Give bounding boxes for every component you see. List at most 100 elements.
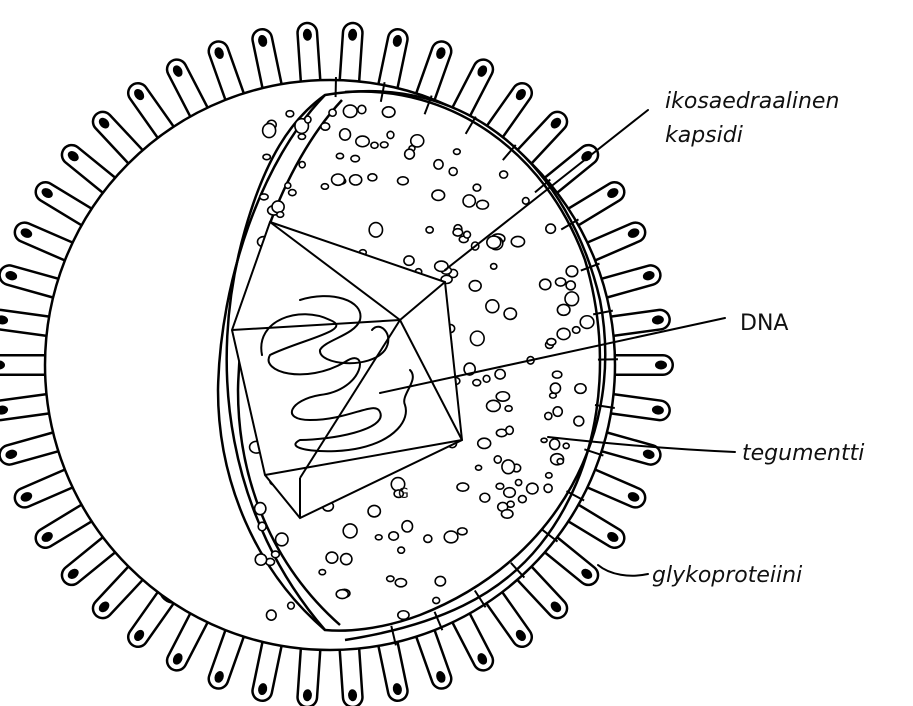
tegument-particle: [486, 300, 499, 313]
tegument-particle: [258, 522, 266, 531]
tegument-particle: [343, 105, 357, 117]
tegument-particle: [266, 610, 276, 620]
tegument-particle: [319, 570, 326, 575]
tegument-particle: [255, 503, 266, 515]
tegument-particle: [398, 547, 405, 553]
tegument-particle: [487, 400, 501, 411]
tegument-particle: [449, 168, 457, 176]
tegument-particle: [557, 459, 563, 465]
tegument-particle: [473, 380, 481, 386]
tegument-particle: [298, 134, 305, 139]
tegument-particle: [321, 123, 330, 130]
spike: [349, 33, 353, 87]
tegument-particle: [350, 175, 362, 185]
tegument-particle: [504, 308, 516, 319]
tegument-particle: [546, 473, 552, 478]
tegument-particle: [547, 339, 556, 346]
tegument-particle: [404, 256, 414, 265]
tegument-particle: [557, 304, 570, 315]
spike-tip: [655, 361, 667, 370]
tegument-particle: [285, 183, 291, 189]
label-tegument: tegumentti: [742, 441, 864, 466]
tegument-particle: [553, 407, 562, 416]
tegument-particle: [260, 194, 268, 200]
tegument-particle: [272, 201, 284, 213]
tegument-particle: [574, 416, 584, 426]
tegument-particle: [368, 174, 377, 181]
tegument-particle: [343, 524, 357, 538]
tegument-particle: [476, 465, 482, 470]
tegument-particle: [336, 153, 343, 158]
tegument-particle: [433, 597, 440, 603]
tegument-particle: [358, 105, 366, 113]
tegument-particle: [504, 488, 516, 498]
tegument-particle: [566, 281, 575, 290]
tegument-particle: [289, 190, 297, 196]
spike: [387, 638, 398, 691]
tegument-particle: [387, 576, 394, 582]
tegument-particle: [336, 590, 348, 599]
tegument-particle: [464, 231, 471, 238]
tegument-particle: [458, 528, 468, 535]
tegument-particle: [522, 198, 529, 205]
tegument-particle: [546, 224, 556, 233]
tegument-particle: [469, 281, 481, 292]
tegument-particle: [371, 142, 378, 148]
tegument-particle: [326, 552, 338, 563]
tegument-particle: [375, 535, 382, 540]
spike: [606, 320, 659, 327]
label-dna: DNA: [740, 311, 788, 336]
tegument-particle: [299, 162, 305, 168]
tegument-particle: [288, 602, 295, 609]
tegument-particle: [483, 375, 490, 382]
tegument-particle: [496, 483, 504, 489]
tegument-particle: [457, 483, 469, 491]
tegument-particle: [369, 223, 382, 237]
tegument-particle: [496, 392, 509, 401]
tegument-particle: [463, 195, 475, 207]
tegument-particle: [527, 483, 538, 494]
tegument-particle: [495, 369, 505, 379]
tegument-particle: [555, 278, 565, 286]
tegument-particle: [387, 131, 394, 138]
tegument-particle: [544, 484, 552, 492]
spike: [262, 39, 273, 92]
spike: [387, 39, 398, 92]
tegument-particle: [566, 266, 578, 277]
tegument-particle: [424, 535, 432, 543]
tegument-particle: [368, 505, 380, 516]
tegument-particle: [434, 160, 443, 169]
tegument-particle: [541, 438, 547, 442]
spike: [349, 643, 353, 697]
tegument-particle: [473, 184, 481, 191]
tegument-particle: [405, 149, 415, 159]
tegument-particle: [356, 136, 369, 147]
spike: [606, 403, 659, 410]
tegument-particle: [402, 521, 413, 532]
spike: [307, 643, 311, 697]
tegument-particle: [453, 229, 463, 236]
tegument-particle: [572, 327, 579, 334]
spike: [307, 33, 311, 87]
tegument-particle: [545, 412, 552, 419]
spike: [0, 320, 53, 327]
tegument-particle: [540, 279, 551, 289]
tegument-particle: [263, 123, 276, 137]
tegument-particle: [494, 456, 501, 463]
tegument-particle: [351, 155, 360, 161]
center-mark: G: [398, 486, 409, 502]
tegument-particle: [491, 264, 497, 270]
tegument-particle: [321, 184, 328, 190]
tegument-particle: [563, 443, 569, 448]
tegument-particle: [515, 480, 521, 486]
tegument-particle: [277, 212, 284, 218]
tegument-particle: [389, 532, 399, 540]
tegument-particle: [502, 460, 515, 474]
tegument-particle: [470, 331, 484, 345]
tegument-particle: [426, 227, 433, 233]
tegument-particle: [305, 116, 311, 123]
tegument-particle: [487, 236, 501, 248]
tegument-particle: [398, 177, 409, 185]
tegument-particle: [477, 200, 489, 209]
tegument-particle: [580, 316, 594, 329]
